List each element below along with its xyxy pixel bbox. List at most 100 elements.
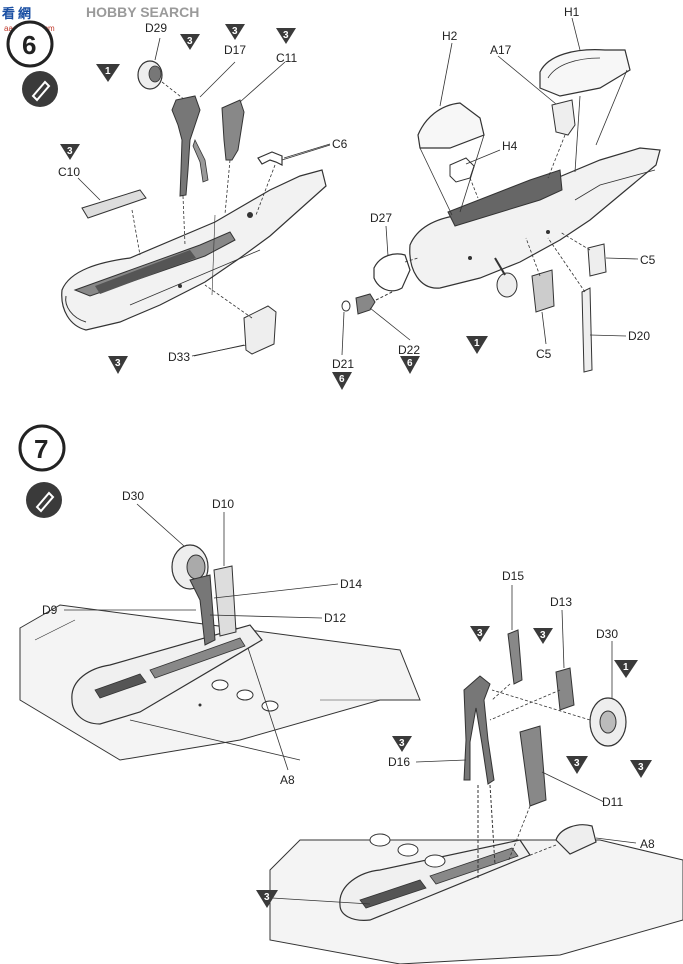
marker-triangle: 1 bbox=[96, 64, 120, 82]
label-d14: D14 bbox=[340, 577, 362, 591]
svg-text:6: 6 bbox=[339, 374, 345, 385]
wheel-d30-right bbox=[589, 697, 627, 747]
landing-gear-strut-d17 bbox=[171, 95, 209, 197]
label-d16: D16 bbox=[388, 755, 410, 769]
label-c5-lower: C5 bbox=[536, 347, 552, 361]
svg-text:3: 3 bbox=[540, 630, 546, 641]
label-d9: D9 bbox=[42, 603, 58, 617]
strip-d20 bbox=[581, 287, 593, 373]
marker-triangle: 3 bbox=[276, 28, 296, 44]
label-a8-left: A8 bbox=[280, 773, 295, 787]
watermark-char-2: 網 bbox=[18, 6, 31, 21]
nose-cone-d27 bbox=[373, 253, 411, 292]
svg-text:3: 3 bbox=[574, 758, 580, 769]
canopy-h1 bbox=[539, 49, 631, 97]
wheel-d29 bbox=[137, 60, 163, 90]
wing-right-drawing bbox=[269, 833, 683, 964]
label-c5-upper: C5 bbox=[640, 253, 656, 267]
marker-triangle: 3 bbox=[108, 356, 128, 374]
part-labels: D29 D17 C11 C6 C10 D33 H2 H1 A17 H4 D27 … bbox=[42, 5, 656, 851]
wing-left-drawing bbox=[19, 604, 421, 761]
gear-door-d11 bbox=[519, 725, 547, 807]
svg-text:3: 3 bbox=[638, 762, 644, 773]
pitot-parts bbox=[341, 291, 393, 315]
svg-text:3: 3 bbox=[67, 146, 73, 157]
windscreen-h2 bbox=[417, 102, 485, 149]
marker-triangle: 3 bbox=[60, 144, 80, 160]
marker-triangles: 3 1 3 3 3 3 1 6 6 3 3 1 3 3 3 3 bbox=[60, 24, 652, 908]
step-7-panel: 7 bbox=[18, 424, 683, 964]
label-d11: D11 bbox=[602, 795, 623, 809]
panel-c10 bbox=[81, 189, 147, 219]
strut-d16 bbox=[463, 675, 495, 785]
step-7-number: 7 bbox=[34, 434, 48, 464]
label-d15: D15 bbox=[502, 569, 524, 583]
rod-c6 bbox=[257, 151, 283, 166]
step-6-number: 6 bbox=[22, 30, 36, 60]
marker-triangle: 6 bbox=[400, 356, 420, 374]
gear-door-c5-lower bbox=[531, 269, 555, 313]
leader-lines bbox=[64, 17, 639, 905]
svg-text:1: 1 bbox=[623, 662, 629, 673]
svg-text:3: 3 bbox=[283, 30, 289, 41]
marker-triangle: 3 bbox=[180, 34, 200, 50]
marker-triangle: 3 bbox=[566, 756, 588, 774]
marker-triangle: 1 bbox=[614, 660, 638, 678]
glue-tube-icon bbox=[31, 80, 51, 102]
svg-text:1: 1 bbox=[105, 66, 111, 77]
svg-text:3: 3 bbox=[399, 738, 405, 749]
gear-door-c11 bbox=[221, 99, 245, 161]
svg-text:3: 3 bbox=[115, 358, 121, 369]
label-h1: H1 bbox=[564, 5, 580, 19]
label-d30-right: D30 bbox=[596, 627, 618, 641]
part-a17 bbox=[551, 99, 576, 136]
glue-tube-icon bbox=[35, 491, 55, 513]
label-h4: H4 bbox=[502, 139, 518, 153]
marker-triangle: 6 bbox=[332, 372, 352, 390]
gear-door-c5-upper bbox=[587, 243, 607, 277]
svg-text:3: 3 bbox=[264, 892, 270, 903]
label-d22: D22 bbox=[398, 343, 420, 357]
marker-triangle: 1 bbox=[466, 336, 488, 354]
svg-text:1: 1 bbox=[474, 338, 480, 349]
marker-triangle: 3 bbox=[630, 760, 652, 778]
svg-text:3: 3 bbox=[187, 36, 193, 47]
svg-text:6: 6 bbox=[407, 358, 413, 369]
label-d33: D33 bbox=[168, 350, 190, 364]
fuselage-left-drawing bbox=[61, 169, 327, 331]
fuselage-right-drawing bbox=[409, 147, 661, 298]
step-7-circle bbox=[18, 424, 66, 472]
step-6-panel: 6 bbox=[6, 20, 661, 373]
part-d13 bbox=[555, 667, 575, 711]
svg-text:3: 3 bbox=[477, 628, 483, 639]
label-c10: C10 bbox=[58, 165, 80, 179]
step-6-circle bbox=[6, 20, 54, 68]
label-d17: D17 bbox=[224, 43, 246, 57]
label-d21: D21 bbox=[332, 357, 354, 371]
label-d29: D29 bbox=[145, 21, 167, 35]
label-a8-right: A8 bbox=[640, 837, 655, 851]
label-h2: H2 bbox=[442, 29, 458, 43]
marker-triangle: 3 bbox=[392, 736, 412, 752]
part-d15 bbox=[507, 629, 523, 685]
label-c6: C6 bbox=[332, 137, 348, 151]
watermark-brand: HOBBY SEARCH bbox=[86, 4, 199, 20]
label-d20: D20 bbox=[628, 329, 650, 343]
marker-triangle: 3 bbox=[533, 628, 553, 644]
label-a17: A17 bbox=[490, 43, 512, 57]
label-d10: D10 bbox=[212, 497, 234, 511]
main-gear-left-assembly bbox=[171, 544, 237, 646]
label-d30-left: D30 bbox=[122, 489, 144, 503]
plate-d33 bbox=[243, 305, 277, 355]
marker-triangle: 3 bbox=[225, 24, 245, 40]
fairing-a8 bbox=[555, 824, 597, 855]
label-d12: D12 bbox=[324, 611, 346, 625]
watermark-char-1: 看 bbox=[2, 6, 15, 21]
marker-triangle: 3 bbox=[256, 890, 278, 908]
label-c11: C11 bbox=[276, 51, 297, 65]
svg-text:3: 3 bbox=[232, 26, 238, 37]
label-d27: D27 bbox=[370, 211, 392, 225]
label-d13: D13 bbox=[550, 595, 572, 609]
marker-triangle: 3 bbox=[470, 626, 490, 642]
